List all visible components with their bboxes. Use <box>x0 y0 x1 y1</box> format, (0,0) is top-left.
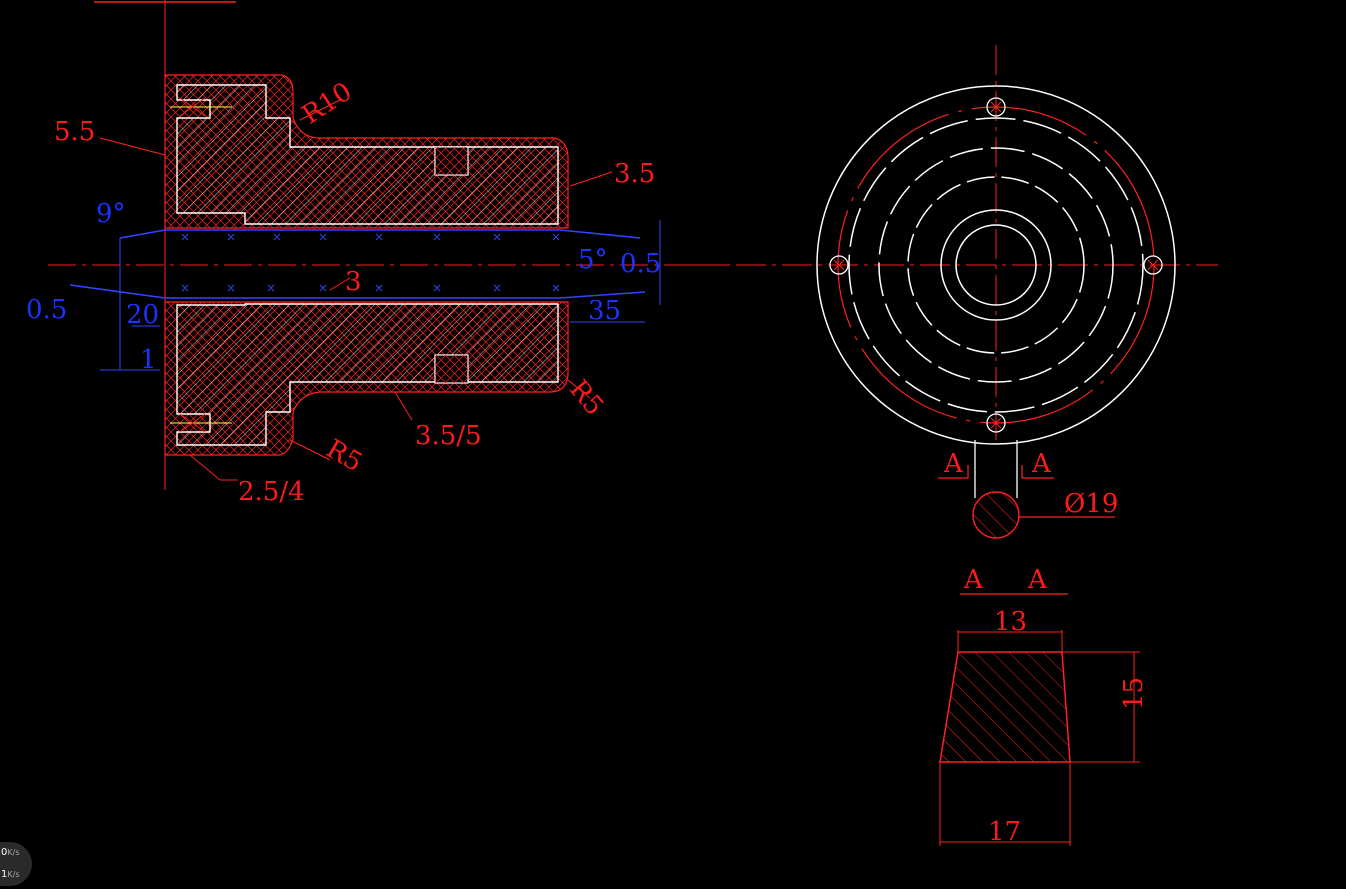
section-aa <box>939 593 1140 846</box>
dim-bottom-wall: 3.5/5 <box>415 421 482 451</box>
end-view <box>690 45 1218 539</box>
dim-flange: 2.5/4 <box>238 477 305 507</box>
section-mark-left: A <box>943 449 964 479</box>
metal-insert-bottom <box>176 303 559 446</box>
dim-left-wall: 5.5 <box>54 117 95 147</box>
section-view <box>48 0 730 490</box>
dim-angle-right: 5° <box>578 245 608 275</box>
section-mark-right: A <box>1031 449 1052 479</box>
section-title-a2: A <box>1027 565 1048 595</box>
dim-right-wall: 3.5 <box>614 159 655 189</box>
dim-bottom-width: 17 <box>988 817 1021 847</box>
dim-len-right: 35 <box>588 296 621 326</box>
dim-gap-left: 0.5 <box>26 295 67 325</box>
dim-top-radius: R10 <box>297 77 358 131</box>
download-speed: 0K/s <box>1 847 20 858</box>
dim-small: 1 <box>140 345 157 375</box>
dim-diameter: Ø19 <box>1064 489 1118 519</box>
section-title-a1: A <box>963 565 984 595</box>
network-speed-widget[interactable]: 0K/s 1K/s <box>0 842 32 886</box>
upload-speed: 1K/s <box>1 869 20 880</box>
dim-height: 15 <box>1119 677 1149 710</box>
dim-top-width: 13 <box>994 607 1027 637</box>
dim-corner-radius-left: R5 <box>321 434 367 478</box>
dim-inner-gap: 3 <box>345 267 362 297</box>
dim-gap-right: 0.5 <box>620 249 661 279</box>
dim-angle-left: 9° <box>96 199 126 229</box>
metal-insert-top <box>176 84 559 225</box>
dim-len-left: 20 <box>126 300 159 330</box>
